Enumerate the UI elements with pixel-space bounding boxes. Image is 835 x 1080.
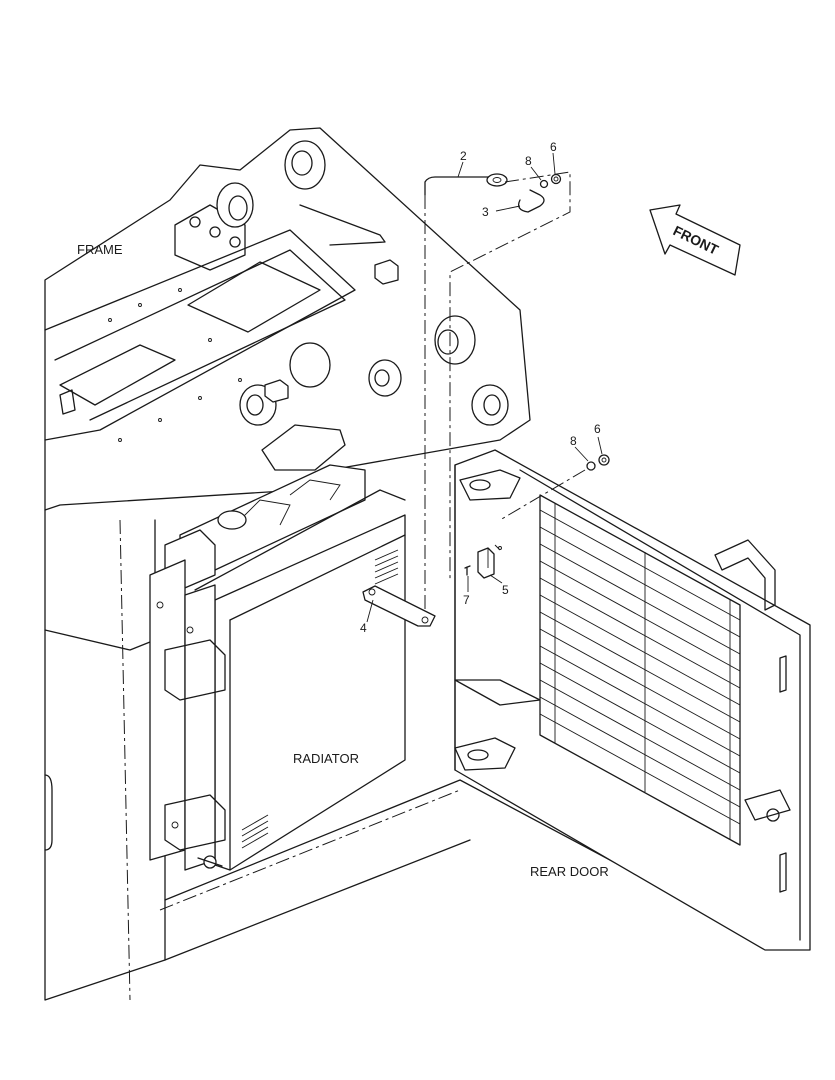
rear-door-grille — [539, 494, 741, 846]
part-7-bolt — [464, 565, 471, 576]
radiator-label: RADIATOR — [293, 751, 359, 766]
callout-4: 4 — [360, 621, 367, 635]
part-2-rod — [424, 176, 491, 196]
part-3-clevis — [517, 189, 545, 213]
rear-door-assembly — [454, 449, 811, 951]
front-direction-arrow: FRONT — [649, 204, 741, 276]
hardware-parts — [362, 171, 610, 627]
callout-3: 3 — [482, 205, 489, 219]
callout-6-mid: 6 — [594, 422, 601, 436]
callout-8-mid: 8 — [570, 434, 577, 448]
callout-leaders — [366, 152, 603, 623]
callout-5: 5 — [502, 583, 509, 597]
callout-2: 2 — [460, 149, 467, 163]
callout-8-top: 8 — [525, 154, 532, 168]
part-5-bracket — [477, 547, 495, 579]
part-6-nut-mid — [598, 454, 610, 466]
part-6-nut-top — [550, 173, 562, 185]
callout-7: 7 — [463, 593, 470, 607]
radiator-assembly — [149, 464, 406, 871]
frame-label: FRAME — [77, 242, 123, 257]
callout-6-top: 6 — [550, 140, 557, 154]
rear-door-label: REAR DOOR — [530, 864, 609, 879]
radiator-vent-grille — [241, 549, 399, 849]
part-8-washer-top — [539, 179, 549, 189]
part-4-strap — [362, 585, 436, 627]
part-8-washer-mid — [586, 461, 596, 471]
frame-assembly — [44, 127, 531, 511]
